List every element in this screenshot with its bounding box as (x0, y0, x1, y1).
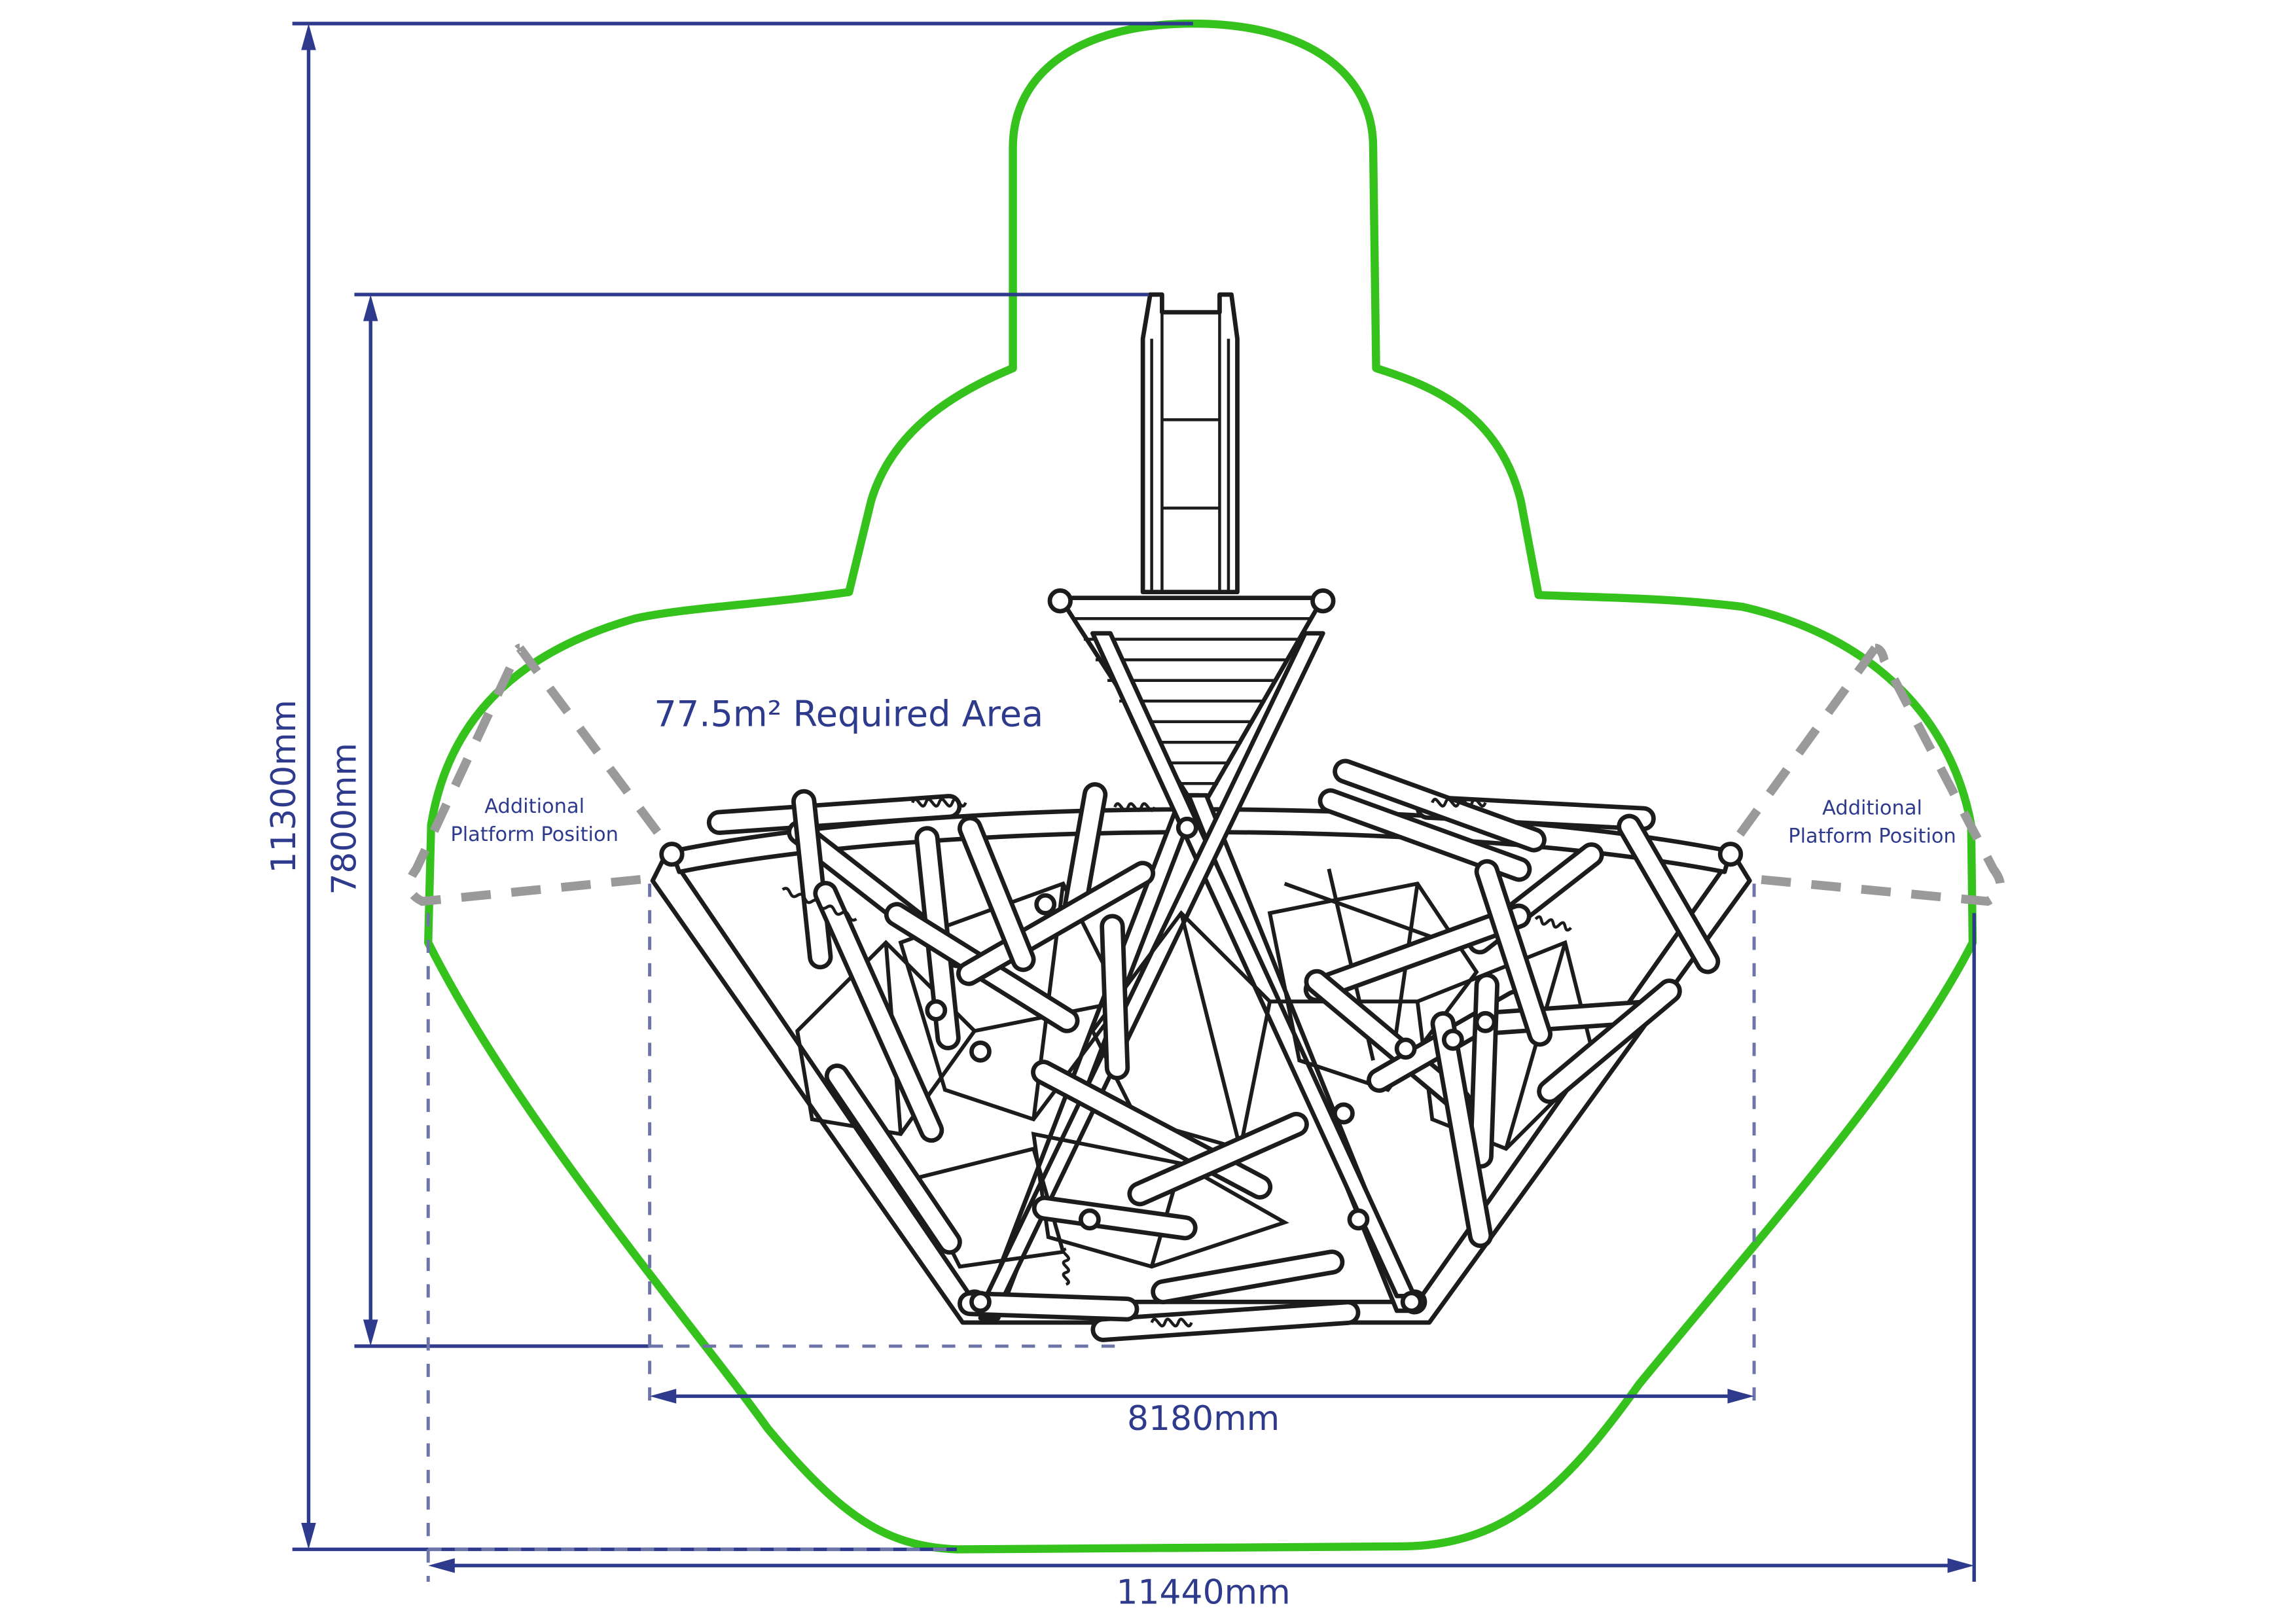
main-posts (978, 631, 1417, 1321)
climbing-logs (706, 758, 1721, 1342)
play-structure (650, 292, 1752, 1342)
platform-left-label-line2: Platform Position (450, 823, 619, 846)
arrow-down-icon (301, 1522, 316, 1550)
dimension-overall-width (426, 913, 1976, 1582)
platform-outline-right (1722, 643, 2005, 906)
platform-right-label-line1: Additional (1822, 797, 1922, 820)
arrow-right-icon (1727, 1389, 1755, 1404)
arrow-up-icon (301, 24, 316, 50)
top-platform (1047, 588, 1336, 815)
dimension-overall-height (292, 22, 1193, 1552)
overall-width-label: 11440mm (1117, 1573, 1291, 1613)
dimension-equipment-height (354, 293, 1149, 1348)
arrow-right-icon (1947, 1558, 1975, 1573)
arrow-left-icon (428, 1558, 455, 1573)
overall-height-label: 11300mm (264, 700, 304, 873)
bolt-caps (925, 816, 1497, 1313)
required-area-label: 77.5m² Required Area (654, 694, 1043, 735)
arrow-up-icon (363, 294, 378, 321)
equipment-height-label: 7800mm (325, 743, 365, 895)
slide (1140, 292, 1240, 595)
arrow-down-icon (363, 1319, 378, 1346)
dimension-equipment-width (648, 883, 1756, 1411)
platform-right-label-line2: Platform Position (1788, 825, 1956, 847)
platform-outline-left (404, 643, 677, 906)
arrow-left-icon (649, 1389, 677, 1404)
platform-left-label-line1: Additional (484, 795, 584, 818)
grip-coils (781, 798, 1572, 1328)
safety-area-boundary (424, 19, 1977, 1554)
equipment-width-label: 8180mm (1127, 1399, 1280, 1438)
